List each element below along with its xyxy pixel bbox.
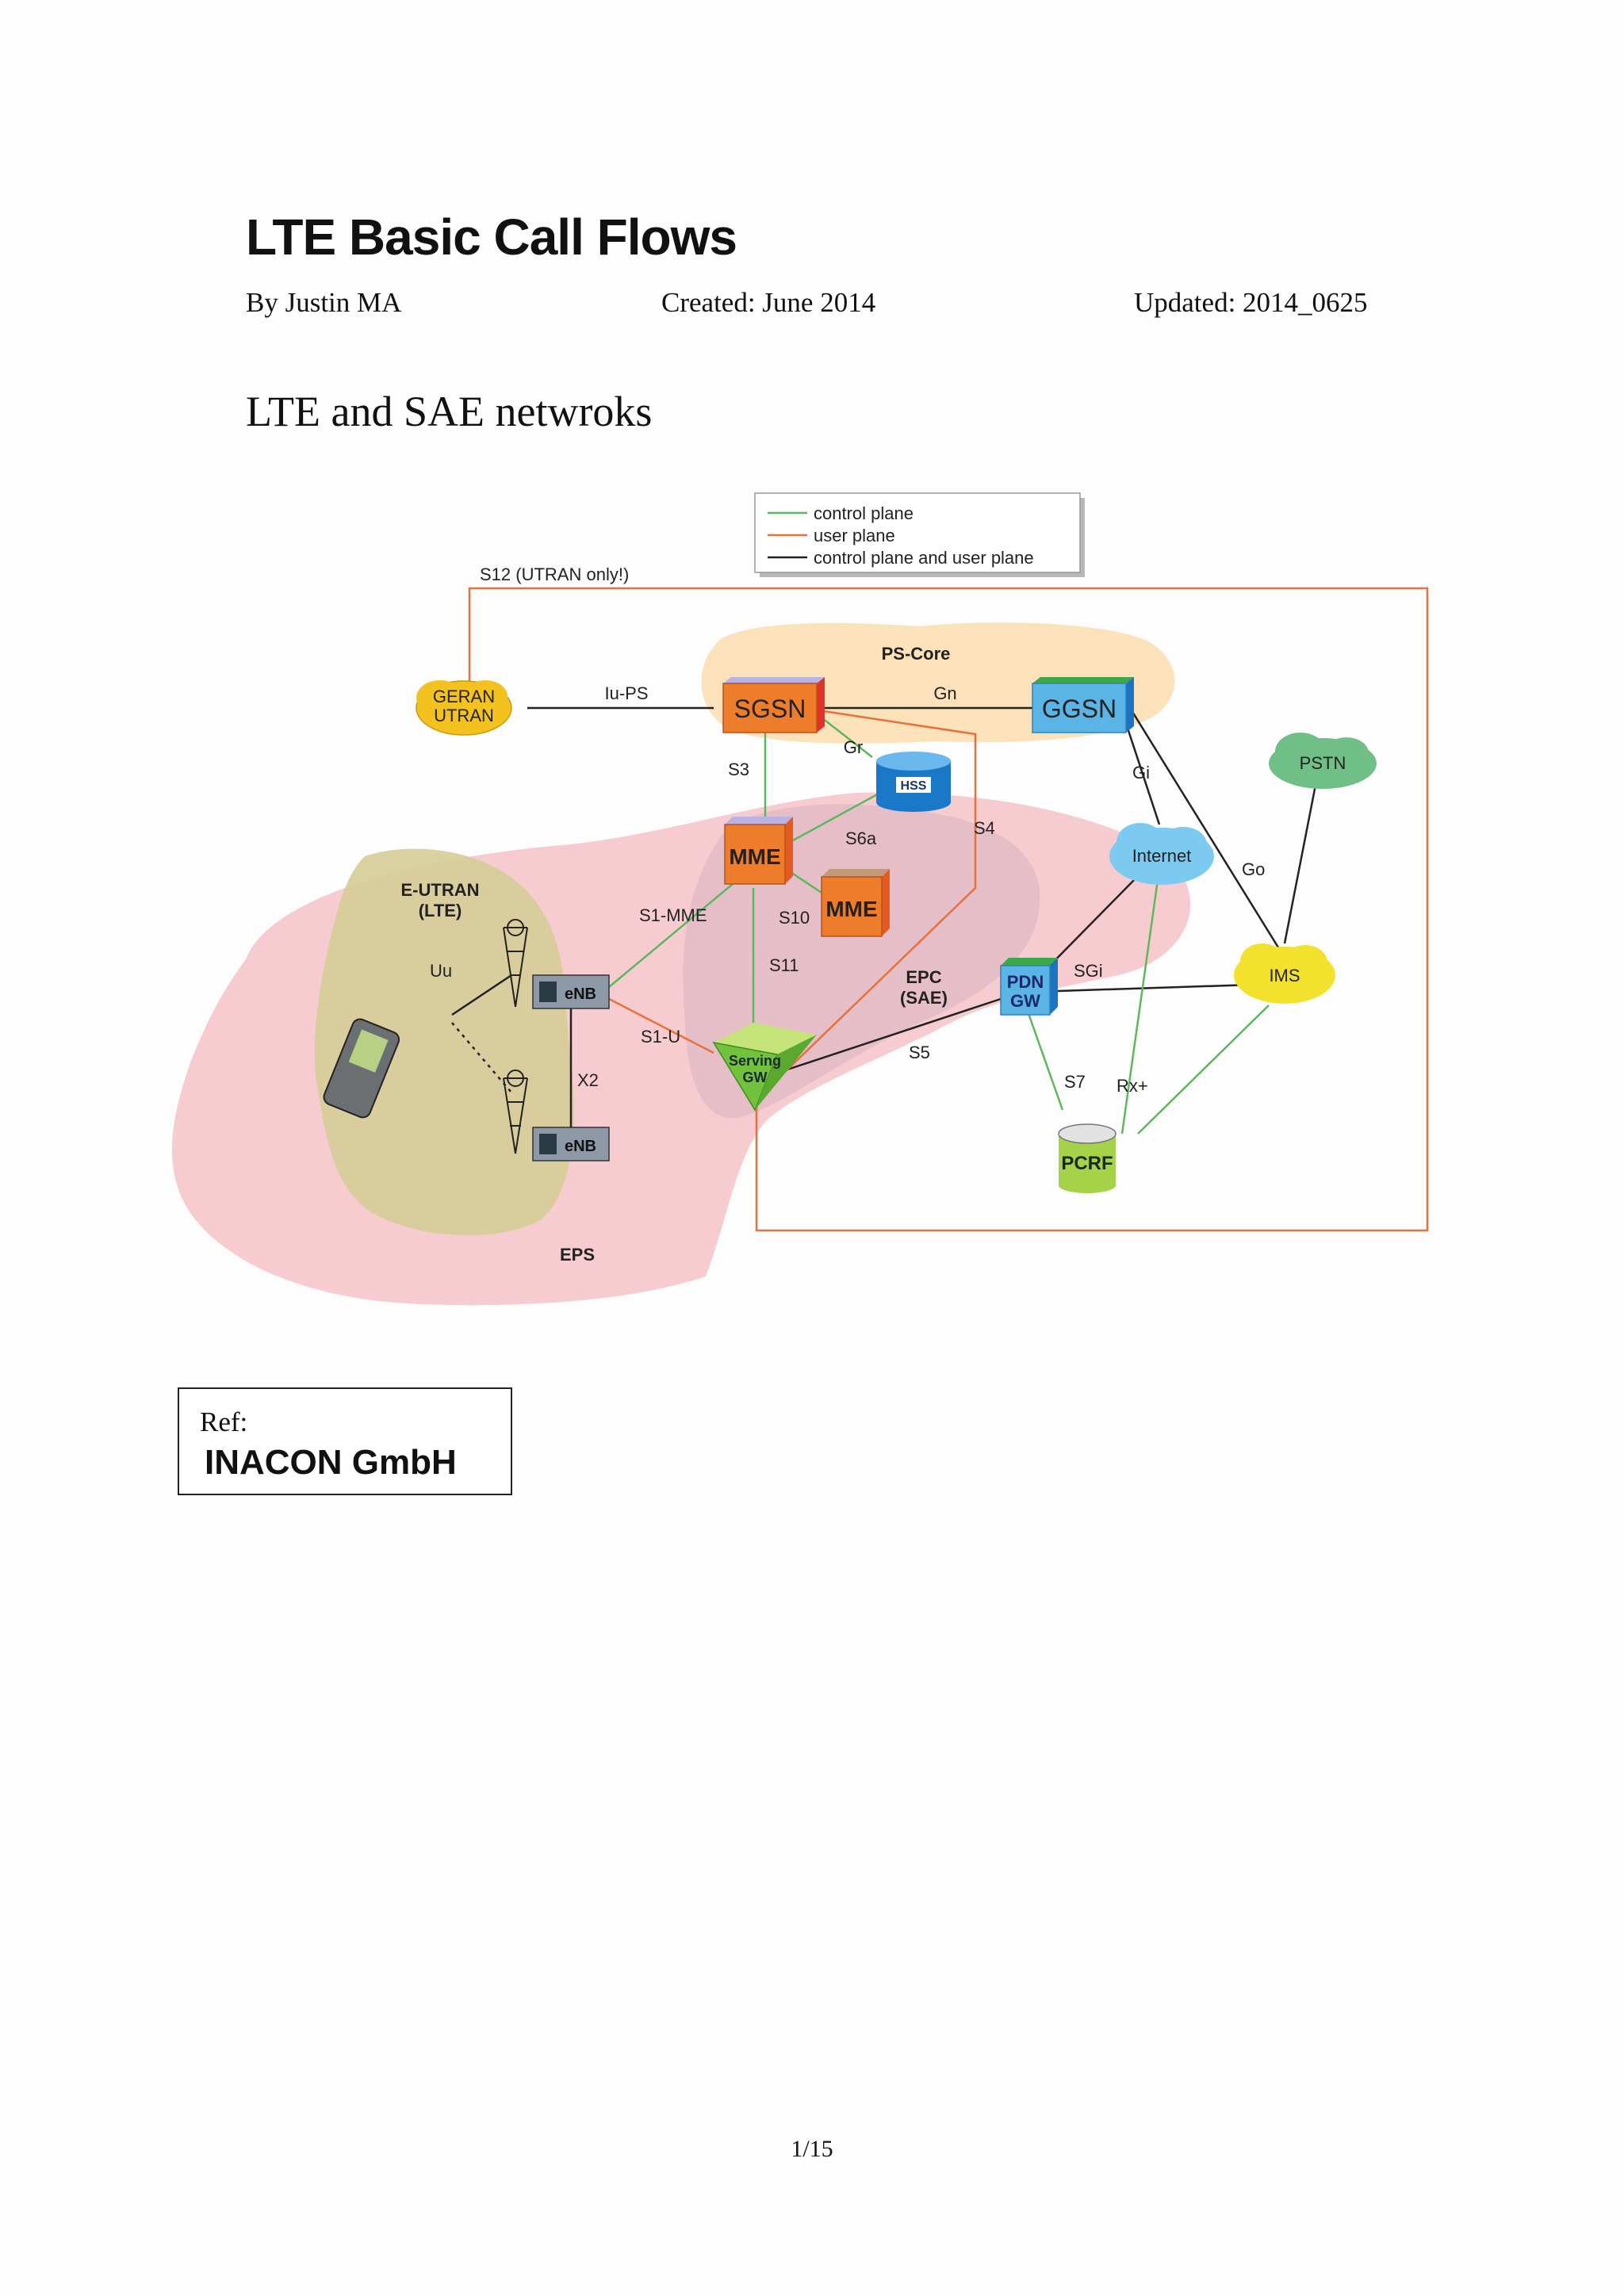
gr-label: Gr — [844, 737, 863, 757]
s10-link — [790, 871, 827, 897]
hss-node: HSS — [876, 752, 951, 812]
rx-ims-link — [1137, 1004, 1270, 1135]
ref-label: Ref: — [200, 1406, 248, 1437]
mme-secondary-label: MME — [825, 897, 877, 921]
mobile-phone-icon — [323, 1018, 400, 1119]
pstn-cloud: PSTN — [1269, 733, 1377, 789]
eps-label: EPS — [560, 1245, 595, 1265]
s4-label: S4 — [974, 818, 995, 838]
sgi-link — [1057, 983, 1254, 993]
epc-label-1: EPC — [906, 967, 941, 987]
geran-label: GERAN — [433, 687, 495, 706]
network-diagram: control plane user plane control plane a… — [171, 492, 1429, 1306]
enb-node-1: eNB — [532, 974, 610, 1009]
enb-1-label: eNB — [565, 985, 596, 1003]
pcrf-node: PCRF — [1058, 1123, 1116, 1193]
s10-label: S10 — [779, 908, 810, 928]
hss-label: HSS — [901, 779, 927, 793]
reference-box: Ref: INACON GmbH — [178, 1387, 512, 1495]
legend: control plane user plane control plane a… — [754, 492, 1085, 577]
s11-label: S11 — [769, 955, 799, 975]
ps-core-label: PS-Core — [882, 644, 951, 664]
pcrf-label: PCRF — [1061, 1153, 1113, 1174]
sgsn-node: SGSN — [722, 677, 825, 733]
s6a-label: S6a — [845, 828, 877, 848]
s12-frame — [468, 587, 1429, 1232]
updated-date: Updated: 2014_0625 — [1134, 287, 1368, 318]
s7-label: S7 — [1064, 1072, 1086, 1092]
legend-control-plane: control plane — [814, 503, 914, 523]
s5-label: S5 — [909, 1043, 930, 1062]
mme-node: MME — [724, 817, 793, 885]
document-title: LTE Basic Call Flows — [246, 209, 737, 266]
pdn-gw-node: PDN GW — [1000, 958, 1058, 1016]
mme-label: MME — [729, 844, 780, 869]
go-label: Go — [1242, 859, 1265, 879]
gr-link — [818, 714, 873, 758]
serving-label: Serving — [729, 1053, 781, 1069]
geran-utran-cloud: GERAN UTRAN — [416, 680, 512, 736]
eutran-label-1: E-UTRAN — [401, 880, 480, 900]
iups-label: Iu-PS — [604, 683, 648, 703]
internet-label: Internet — [1132, 846, 1192, 866]
ggsn-label: GGSN — [1042, 695, 1116, 723]
rx-internet-link — [1120, 879, 1159, 1135]
s1u-label: S1-U — [641, 1027, 680, 1047]
serving-gw-label: GW — [743, 1070, 768, 1085]
s12-label: S12 (UTRAN only!) — [480, 564, 629, 584]
eutran-region — [314, 848, 574, 1236]
x2-label: X2 — [577, 1070, 599, 1090]
sgi-label: SGi — [1074, 961, 1103, 981]
internet-cloud: Internet — [1109, 823, 1214, 885]
ims-label: IMS — [1269, 966, 1300, 985]
legend-user-plane: user plane — [814, 526, 895, 545]
rx-label: Rx+ — [1116, 1076, 1148, 1096]
s6a-link — [792, 791, 881, 842]
uu-link — [451, 974, 512, 1016]
page-number: 1/15 — [791, 2136, 833, 2162]
go-link — [1126, 703, 1280, 948]
s5-link — [784, 997, 1002, 1072]
mme-secondary-node: MME — [821, 869, 890, 937]
epc-label-2: (SAE) — [900, 988, 948, 1008]
ref-organization: INACON GmbH — [205, 1443, 457, 1482]
gn-label: Gn — [933, 683, 956, 703]
s4-link — [784, 709, 977, 1073]
pdn-gw-label: GW — [1010, 991, 1040, 1011]
pstn-label: PSTN — [1300, 753, 1346, 773]
ims-cloud: IMS — [1234, 943, 1335, 1004]
pdn-label: PDN — [1007, 972, 1044, 992]
utran-label: UTRAN — [434, 706, 494, 725]
s7-link — [1025, 1006, 1064, 1111]
section-heading: LTE and SAE netwroks — [246, 388, 653, 435]
s1mme-link — [608, 879, 738, 988]
enb-2-label: eNB — [565, 1138, 596, 1155]
s3-label: S3 — [728, 760, 749, 779]
serving-gw-node: Serving GW — [712, 1023, 817, 1112]
gi-label: Gi — [1132, 763, 1150, 783]
s1u-link — [608, 997, 714, 1054]
ggsn-node: GGSN — [1032, 677, 1134, 733]
author: By Justin MA — [246, 287, 402, 318]
pstn-ims-link — [1283, 780, 1318, 944]
s1mme-label: S1-MME — [639, 905, 707, 925]
tower-icon — [503, 919, 528, 1154]
uu-label: Uu — [430, 961, 452, 981]
sgsn-label: SGSN — [734, 695, 806, 723]
created-date: Created: June 2014 — [661, 287, 876, 318]
eutran-label-2: (LTE) — [419, 901, 462, 920]
legend-control-user-plane: control plane and user plane — [814, 548, 1034, 568]
enb-node-2: eNB — [532, 1127, 610, 1161]
